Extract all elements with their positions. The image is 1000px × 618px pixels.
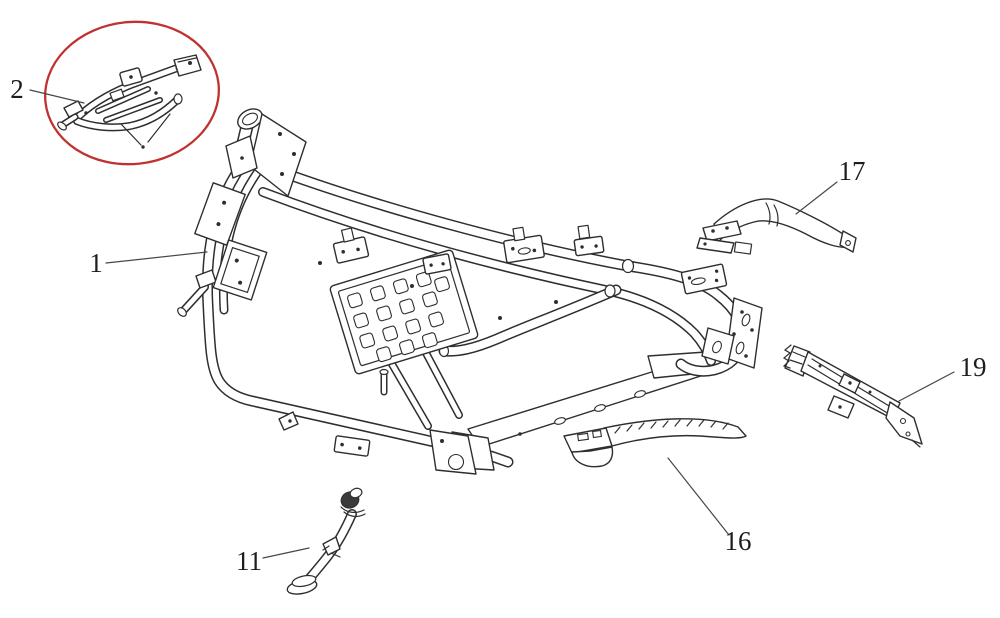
part-19-rear-bracket [782, 344, 923, 448]
callout-1: 1 [89, 248, 103, 278]
leader-17 [795, 181, 838, 215]
callout-2: 2 [10, 74, 24, 104]
leader-16 [667, 457, 730, 536]
leader-11 [262, 547, 310, 559]
perforated-plate [329, 249, 479, 375]
part-2-subframe-bracket [57, 54, 202, 149]
callout-19: 19 [960, 352, 987, 382]
part-11-side-stand [286, 487, 366, 595]
part-17-rear-rail [696, 198, 857, 255]
callout-17: 17 [839, 156, 866, 186]
leader-19 [898, 371, 955, 402]
highlight-ellipse [44, 20, 220, 166]
callout-11: 11 [236, 546, 262, 576]
leader-2 [29, 89, 85, 104]
part-1-main-frame [177, 108, 763, 475]
leader-lines [29, 89, 955, 559]
part-16-side-rail [563, 418, 747, 468]
leader-1 [105, 251, 208, 264]
callout-16: 16 [725, 526, 752, 556]
